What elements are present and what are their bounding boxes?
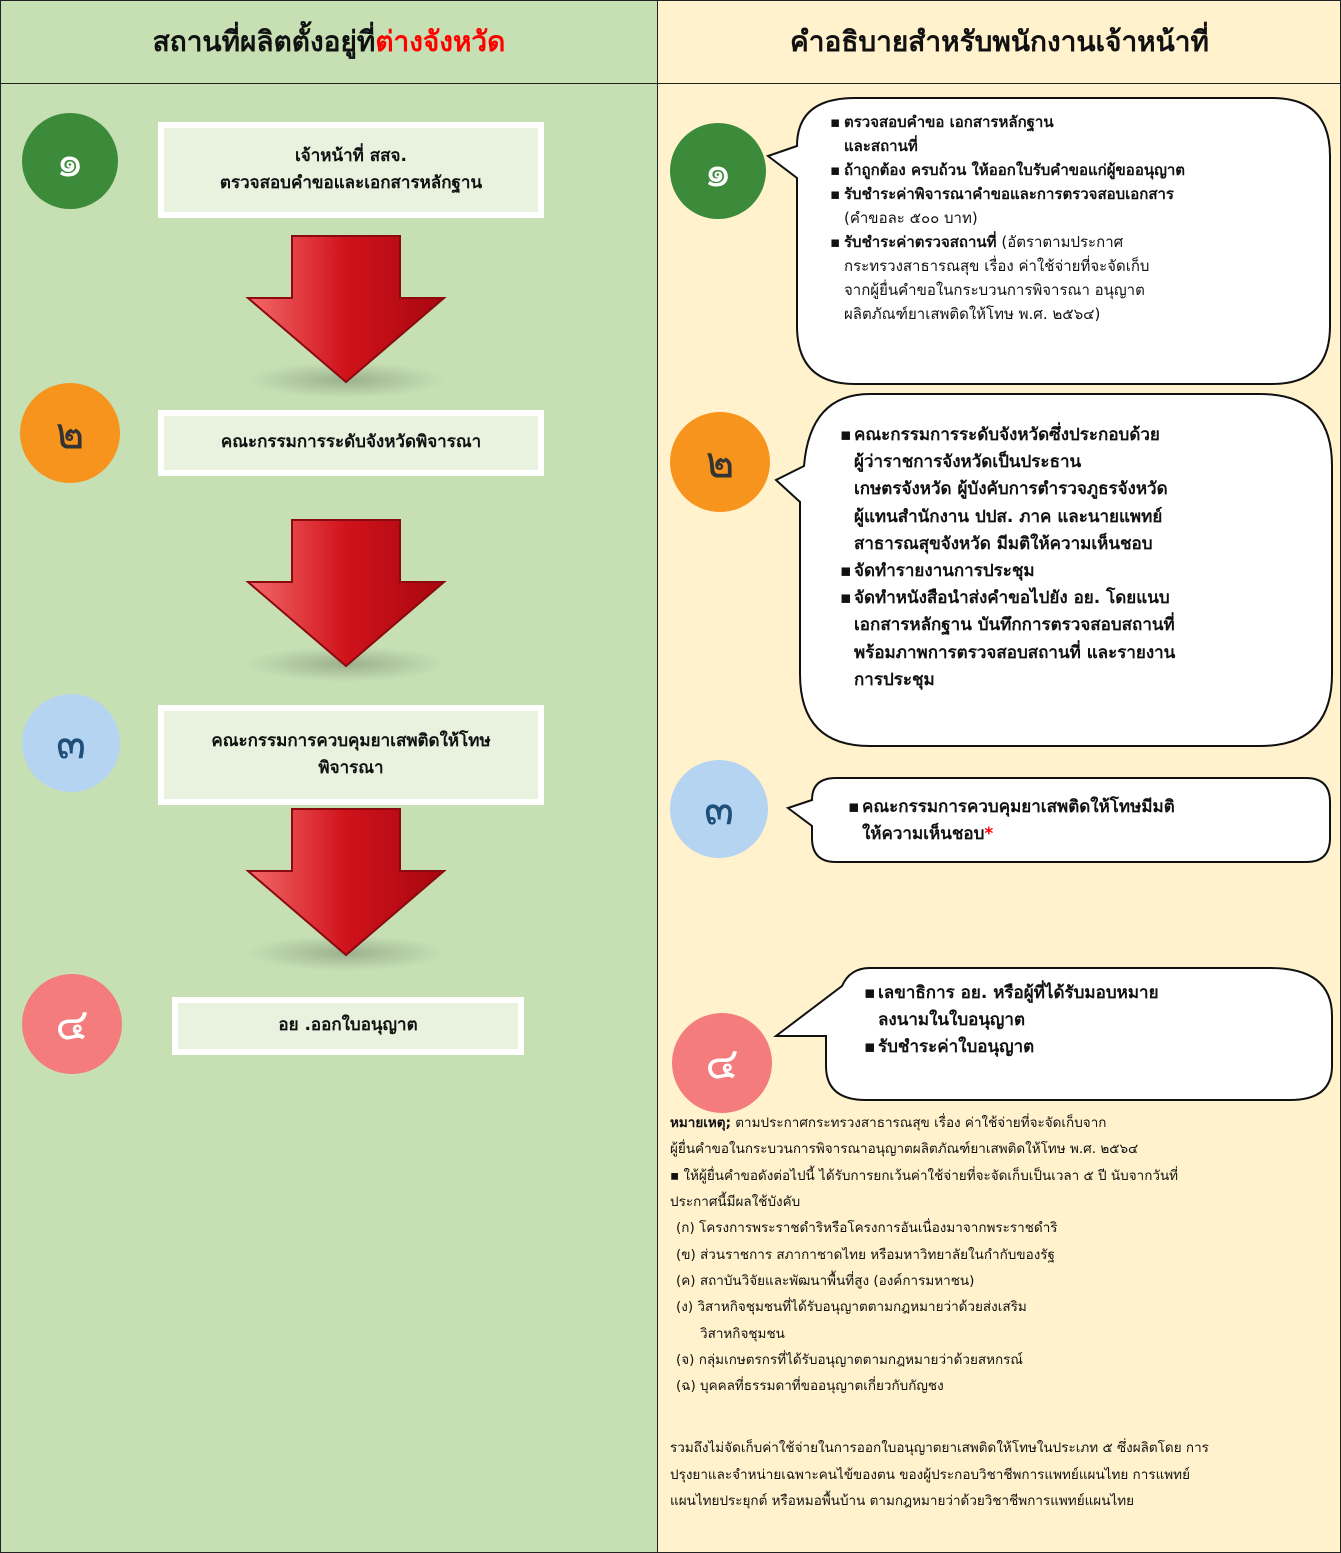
b2-item-1-line-1: คณะกรรมการระดับจังหวัดซึ่งประกอบด้วย [854,425,1160,445]
remark-item-e: (จ) กลุ่มเกษตรกรที่ได้รับอนุญาตตามกฎหมาย… [676,1351,1023,1368]
down-arrow-3-icon [245,808,447,971]
b2-item-1-line-2: ผู้ว่าราชการจังหวัดเป็นประธาน [854,452,1082,473]
left-header: สถานที่ผลิตตั้งอยู่ที่ต่างจังหวัด [0,0,658,84]
b2-item-3-line-2: เอกสารหลักฐาน บันทึกการตรวจสอบสถานที่ [854,615,1175,636]
explain-2-bubble: คณะกรรมการระดับจังหวัดซึ่งประกอบด้วยผู้ว… [770,392,1336,748]
explain-4-number-icon: ๔ [672,1013,772,1113]
b2-item-1-line-5: สาธารณสุขจังหวัด มีมติให้ความเห็นชอบ [854,533,1153,554]
b1-item-4-line-4: ผลิตภัณฑ์ยาเสพติดให้โทษ พ.ศ. ๒๕๖๔) [844,305,1101,323]
step-2-box: คณะกรรมการระดับจังหวัดพิจารณา [158,410,544,476]
step-3-box: คณะกรรมการควบคุมยาเสพติดให้โทษพิจารณา [158,705,544,805]
step-4-box: อย .ออกใบอนุญาต [172,997,524,1055]
left-header-highlight: ต่างจังหวัด [375,24,506,58]
remark-line-1: ตามประกาศกระทรวงสาธารณสุข เรื่อง ค่าใช้จ… [730,1115,1107,1131]
b1-item-4-line-2: กระทรวงสาธารณสุข เรื่อง ค่าใช้จ่ายที่จะจ… [844,257,1150,275]
remark-paragraph-line-1: รวมถึงไม่จัดเก็บค่าใช้จ่ายในการออกใบอนุญ… [670,1440,1209,1457]
remark-item-a: (ก) โครงการพระราชดำริหรือโครงการอันเนื่อ… [676,1220,1058,1237]
remark-paragraph-line-3: แผนไทยประยุกต์ หรือหมอพื้นบ้าน ตามกฎหมาย… [670,1493,1135,1510]
remark-item-c: (ค) สถาบันวิจัยและพัฒนาพื้นที่สูง (องค์ก… [676,1272,975,1289]
step-2-number-icon: ๒ [20,383,120,483]
b1-item-4-line-3: จากผู้ยื่นคำขอในกระบวนการพิจารณา อนุญาต [844,281,1145,299]
explain-3-number-icon: ๓ [670,760,768,858]
b4-item-1-line-2: ลงนามในใบอนุญาต [878,1010,1026,1031]
b3-asterisk: * [984,824,994,845]
b4-item-2: รับชำระค่าใบอนุญาต [864,1034,1314,1061]
remark-line-3: ▪ ให้ผู้ยื่นคำขอดังต่อไปนี้ ได้รับการยกเ… [670,1167,1179,1184]
b1-item-3-sub: (คำขอละ ๕๐๐ บาท) [844,209,978,227]
step-1-box: เจ้าหน้าที่ สสจ. ตรวจสอบคำขอและเอกสารหลัก… [158,122,544,218]
explain-2-number-icon: ๒ [670,412,770,512]
b1-item-4-rest: (อัตราตามประกาศ [996,233,1124,251]
step-1-line-1: เจ้าหน้าที่ สสจ. [294,145,407,166]
b3-line-2: ให้ความเห็นชอบ [862,824,985,845]
down-arrow-1-icon [245,235,447,398]
step-3-number-icon: ๓ [22,694,120,792]
b2-item-3-line-4: การประชุม [854,669,935,690]
b4-item-1-line-1: เลขาธิการ อย. หรือผู้ที่ได้รับมอบหมาย [878,983,1159,1003]
step-4-number-icon: ๔ [22,974,122,1074]
b2-item-1-line-3: เกษตรจังหวัด ผู้บังคับการตำรวจภูธรจังหวั… [854,479,1168,500]
remark-paragraph-line-2: ปรุงยาและจำหน่ายเฉพาะคนไข้ของตน ของผู้ปร… [670,1466,1190,1483]
remark-title: หมายเหตุ; [670,1115,731,1131]
remark-line-4: ประกาศนี้มีผลใช้บังคับ [670,1193,801,1210]
remark-item-f: (ฉ) บุคคลที่ธรรมดาที่ขออนุญาตเกี่ยวกับกั… [676,1378,944,1395]
remark-item-b: (ข) ส่วนราชการ สภากาชาดไทย หรือมหาวิทยาล… [676,1246,1056,1263]
b2-item-3-line-3: พร้อมภาพการตรวจสอบสถานที่ และรายงาน [854,642,1176,663]
remark-item-d-line-2: วิสาหกิจชุมชน [700,1325,785,1342]
remark-line-2: ผู้ยื่นคำขอในกระบวนการพิจารณาอนุญาตผลิตภ… [670,1141,1139,1158]
explain-3-bubble: คณะกรรมการควบคุมยาเสพติดให้โทษมีมติให้คว… [785,776,1334,866]
step-3-line-1: คณะกรรมการควบคุมยาเสพติดให้โทษ [211,730,491,751]
b2-item-2: จัดทำรายงานการประชุม [840,558,1320,585]
down-arrow-2-icon [245,519,447,682]
step-2-label: คณะกรรมการระดับจังหวัดพิจารณา [220,432,482,453]
b1-item-4-bold: รับชำระค่าตรวจสถานที่ [844,233,997,251]
b1-item-2: ถ้าถูกต้อง ครบถ้วน ให้ออกใบรับคำขอแก่ผู้… [830,158,1325,182]
step-4-label: อย .ออกใบอนุญาต [278,1015,418,1036]
step-3-line-2: พิจารณา [318,758,384,778]
step-1-line-2: ตรวจสอบคำขอและเอกสารหลักฐาน [219,173,483,193]
b2-item-3-line-1: จัดทำหนังสือนำส่งคำขอไปยัง อย. โดยแนบ [854,588,1170,609]
remark-item-d-line-1: (ง) วิสาหกิจชุมชนที่ได้รับอนุญาตตามกฎหมา… [676,1299,1027,1316]
b1-item-1a: ตรวจสอบคำขอ เอกสารหลักฐาน [844,113,1054,131]
left-header-prefix: สถานที่ผลิตตั้งอยู่ที่ [152,24,376,58]
step-1-number-icon: ๑ [22,113,118,209]
b1-item-3: รับชำระค่าพิจารณาคำขอและการตรวจสอบเอกสาร [844,185,1174,203]
right-header: คำอธิบายสำหรับพนักงานเจ้าหน้าที่ [658,0,1341,84]
explain-4-bubble: เลขาธิการ อย. หรือผู้ที่ได้รับมอบหมายลงน… [770,966,1336,1104]
b2-item-1-line-4: ผู้แทนสำนักงาน ปปส. ภาค และนายแพทย์ [854,506,1163,527]
b3-line-1: คณะกรรมการควบคุมยาเสพติดให้โทษมีมติ [862,797,1175,817]
b1-item-1b: และสถานที่ [844,137,918,155]
remark-section: หมายเหตุ; ตามประกาศกระทรวงสาธารณสุข เรื่… [670,1110,1330,1514]
explain-1-number-icon: ๑ [670,123,766,219]
